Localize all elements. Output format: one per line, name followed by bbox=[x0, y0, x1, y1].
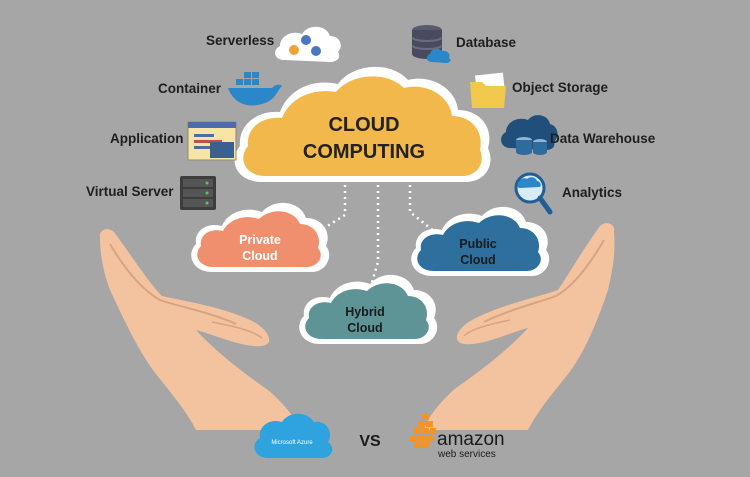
docker-whale-icon bbox=[228, 72, 282, 105]
application-label: Application bbox=[110, 131, 184, 146]
folder-storage-icon bbox=[470, 73, 506, 108]
connector-hybrid bbox=[372, 185, 378, 282]
connector-public bbox=[410, 185, 440, 236]
hybrid-cloud: Hybrid Cloud bbox=[299, 275, 437, 344]
public-cloud-line2: Cloud bbox=[460, 253, 495, 267]
azure-logo-text: Microsoft Azure bbox=[271, 440, 313, 446]
virtual-server-label: Virtual Server bbox=[86, 184, 174, 199]
main-cloud: CLOUD COMPUTING bbox=[235, 67, 491, 182]
hybrid-cloud-line1: Hybrid bbox=[345, 305, 385, 319]
service-database: Database bbox=[412, 25, 517, 63]
serverless-label: Serverless bbox=[206, 33, 274, 48]
service-data-warehouse: Data Warehouse bbox=[501, 115, 656, 155]
aws-logo-amazon: amazon bbox=[437, 429, 505, 450]
main-cloud-title-line2: COMPUTING bbox=[303, 141, 425, 163]
service-virtual-server: Virtual Server bbox=[86, 176, 216, 210]
analytics-label: Analytics bbox=[562, 185, 622, 200]
private-cloud: Private Cloud bbox=[191, 203, 329, 272]
public-cloud: Public Cloud bbox=[411, 207, 549, 276]
data-warehouse-label: Data Warehouse bbox=[550, 131, 656, 146]
main-cloud-title-line1: CLOUD bbox=[328, 114, 399, 136]
service-serverless: Serverless bbox=[206, 27, 341, 62]
database-label: Database bbox=[456, 35, 517, 50]
database-icon bbox=[412, 25, 450, 63]
serverless-icon bbox=[275, 27, 341, 62]
service-application: Application bbox=[110, 122, 236, 160]
service-container: Container bbox=[158, 72, 282, 105]
aws-logo-webservices: web services bbox=[437, 449, 496, 460]
service-analytics: Analytics bbox=[516, 174, 622, 212]
application-code-icon bbox=[188, 122, 236, 160]
server-rack-icon bbox=[180, 176, 216, 210]
service-object-storage: Object Storage bbox=[470, 73, 609, 108]
versus-label: VS bbox=[359, 433, 381, 450]
container-label: Container bbox=[158, 81, 222, 96]
private-cloud-line2: Cloud bbox=[242, 249, 277, 263]
hybrid-cloud-line2: Cloud bbox=[347, 321, 382, 335]
private-cloud-line1: Private bbox=[239, 233, 281, 247]
analytics-magnifier-icon bbox=[516, 174, 550, 212]
object-storage-label: Object Storage bbox=[512, 80, 609, 95]
public-cloud-line1: Public bbox=[459, 237, 497, 251]
